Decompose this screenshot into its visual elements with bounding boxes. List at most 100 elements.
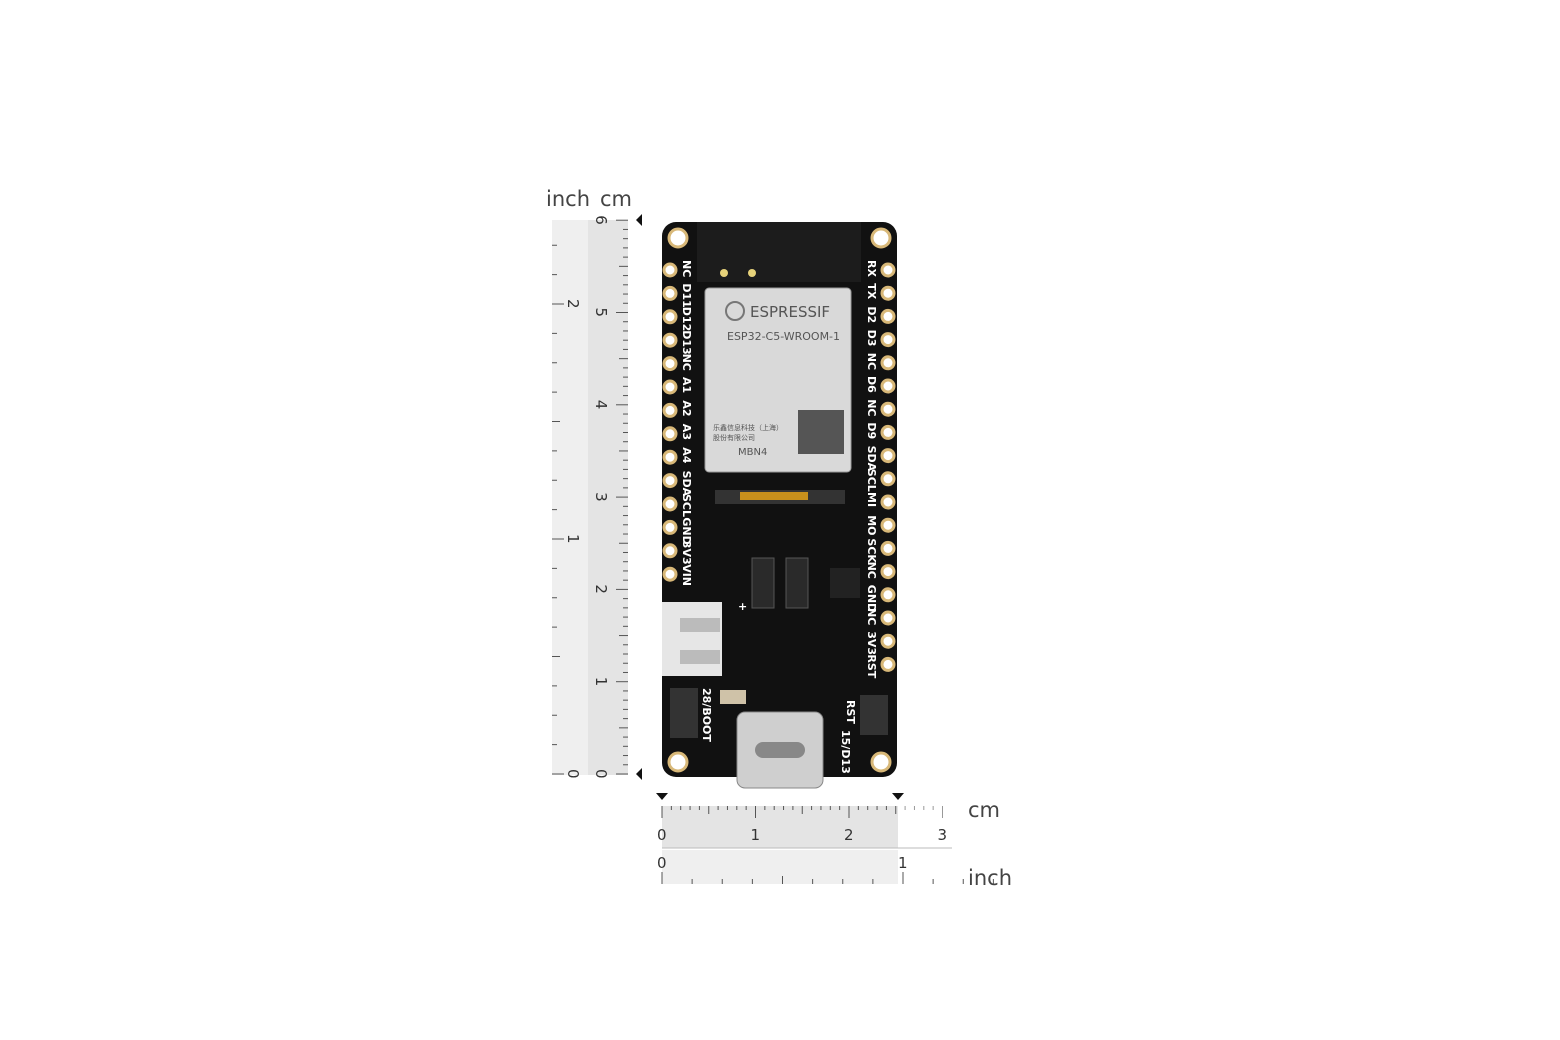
boot-button: [670, 688, 698, 738]
left-pin-label: SDA: [680, 471, 693, 497]
right-pin-label: D9: [865, 422, 878, 439]
pin-pad: [662, 566, 678, 582]
pin-pad: [880, 355, 896, 371]
pin-pad: [880, 494, 896, 510]
pin-pad: [662, 402, 678, 418]
pin-pad: [880, 262, 896, 278]
left-pin-label: D11: [680, 283, 693, 307]
pin-pad: [880, 656, 896, 672]
right-marker-icon: [892, 793, 904, 800]
battery-plus-label: +: [738, 600, 747, 613]
right-pin-label: NC: [865, 353, 878, 370]
module-code: MBN4: [738, 447, 767, 458]
cm-tick-label: 0: [592, 769, 610, 779]
pin-pad: [662, 309, 678, 325]
right-pin-label: SDA: [865, 446, 878, 472]
cm-tick-label: 0: [657, 826, 667, 844]
left-pin-label: 3V3: [680, 541, 693, 565]
left-pin-label: GND: [680, 517, 693, 544]
dev-board: NCD11D12D13NCA1A2A3A4SDASCLGND3V3VINRXTX…: [662, 222, 897, 789]
pin-pad: [880, 308, 896, 324]
pin-pad: [662, 473, 678, 489]
left-pin-label: A2: [680, 400, 693, 416]
left-pin-label: SCL: [680, 494, 693, 517]
pin-pad: [662, 449, 678, 465]
pin-pad: [662, 332, 678, 348]
inch-tick-label: 1: [564, 534, 582, 544]
pin-pad: [662, 519, 678, 535]
inch-tick-label: 1: [898, 854, 908, 872]
pin-pad: [662, 379, 678, 395]
pin-pad: [880, 587, 896, 603]
vertical-ruler: 0 1 2 3 4 5 6 0 1 2 inch cm: [546, 187, 642, 780]
bottom-marker-icon: [636, 768, 642, 780]
right-pin-label: MI: [865, 492, 878, 507]
reset-button: [860, 695, 888, 735]
cm-tick-label: 3: [592, 492, 610, 502]
right-pin-label: GND: [865, 585, 878, 612]
horizontal-inch-unit: inch: [968, 866, 1012, 890]
module-brand: ESPRESSIF: [750, 303, 830, 321]
esp32-module: ESPRESSIF ESP32-C5-WROOM-1 乐鑫信息科技（上海） 股份…: [704, 287, 852, 473]
boot-label: 28/BOOT: [700, 688, 713, 742]
cm-tick-label: 6: [592, 215, 610, 225]
right-pin-label: MO: [865, 515, 878, 535]
horizontal-cm-unit: cm: [968, 798, 1000, 822]
right-pin-label: 3V3: [865, 631, 878, 655]
left-pin-label: D13: [680, 330, 693, 354]
left-pin-label: D12: [680, 307, 693, 331]
right-pin-label: D6: [865, 376, 878, 393]
datamatrix-code: [798, 410, 844, 454]
inch-tick-label: 2: [564, 299, 582, 309]
right-pin-label: D2: [865, 306, 878, 323]
rst-label: RST: [844, 700, 857, 724]
pin-pad: [880, 332, 896, 348]
cm-tick-label: 5: [592, 308, 610, 318]
right-pin-label: SCL: [865, 469, 878, 492]
pin-pad: [880, 517, 896, 533]
pin-pad: [880, 471, 896, 487]
left-pin-label: A4: [680, 447, 693, 464]
pin-pad: [880, 448, 896, 464]
pin-pad: [880, 285, 896, 301]
module-model: ESP32-C5-WROOM-1: [727, 330, 840, 343]
pin-pad: [880, 424, 896, 440]
right-pin-label: D3: [865, 330, 878, 347]
pin-pad: [662, 426, 678, 442]
left-pin-label: A3: [680, 424, 693, 440]
right-pin-label: SCK: [865, 538, 878, 563]
pin-pad: [880, 610, 896, 626]
module-maker-line1: 乐鑫信息科技（上海）: [713, 423, 783, 432]
pin-pad: [880, 401, 896, 417]
left-marker-icon: [656, 793, 668, 800]
pin-pad: [662, 496, 678, 512]
module-maker-line2: 股份有限公司: [713, 433, 755, 442]
vertical-inch-unit: inch: [546, 187, 590, 211]
led-label: 15/D13: [839, 730, 852, 774]
pin-pad: [662, 543, 678, 559]
cm-tick-label: 2: [592, 584, 610, 594]
cm-tick-label: 1: [751, 826, 761, 844]
pin-pad: [880, 564, 896, 580]
left-pin-label: NC: [680, 354, 693, 371]
left-pin-label: NC: [680, 260, 693, 277]
right-pin-label: NC: [865, 608, 878, 625]
pin-pad: [662, 285, 678, 301]
right-pin-label: RX: [865, 260, 878, 277]
cm-tick-label: 4: [592, 400, 610, 410]
right-pin-label: RST: [865, 654, 878, 678]
inch-tick-label: 0: [564, 769, 582, 779]
pin-pad: [880, 633, 896, 649]
left-pin-label: VIN: [680, 564, 693, 586]
right-pin-label: NC: [865, 562, 878, 579]
pin-pad: [662, 356, 678, 372]
vertical-cm-unit: cm: [600, 187, 632, 211]
cm-tick-label: 1: [592, 677, 610, 687]
top-marker-icon: [636, 214, 642, 226]
pin-pad: [880, 378, 896, 394]
right-pin-label: TX: [865, 283, 878, 300]
left-pin-label: A1: [680, 377, 693, 393]
pin-pad: [880, 540, 896, 556]
